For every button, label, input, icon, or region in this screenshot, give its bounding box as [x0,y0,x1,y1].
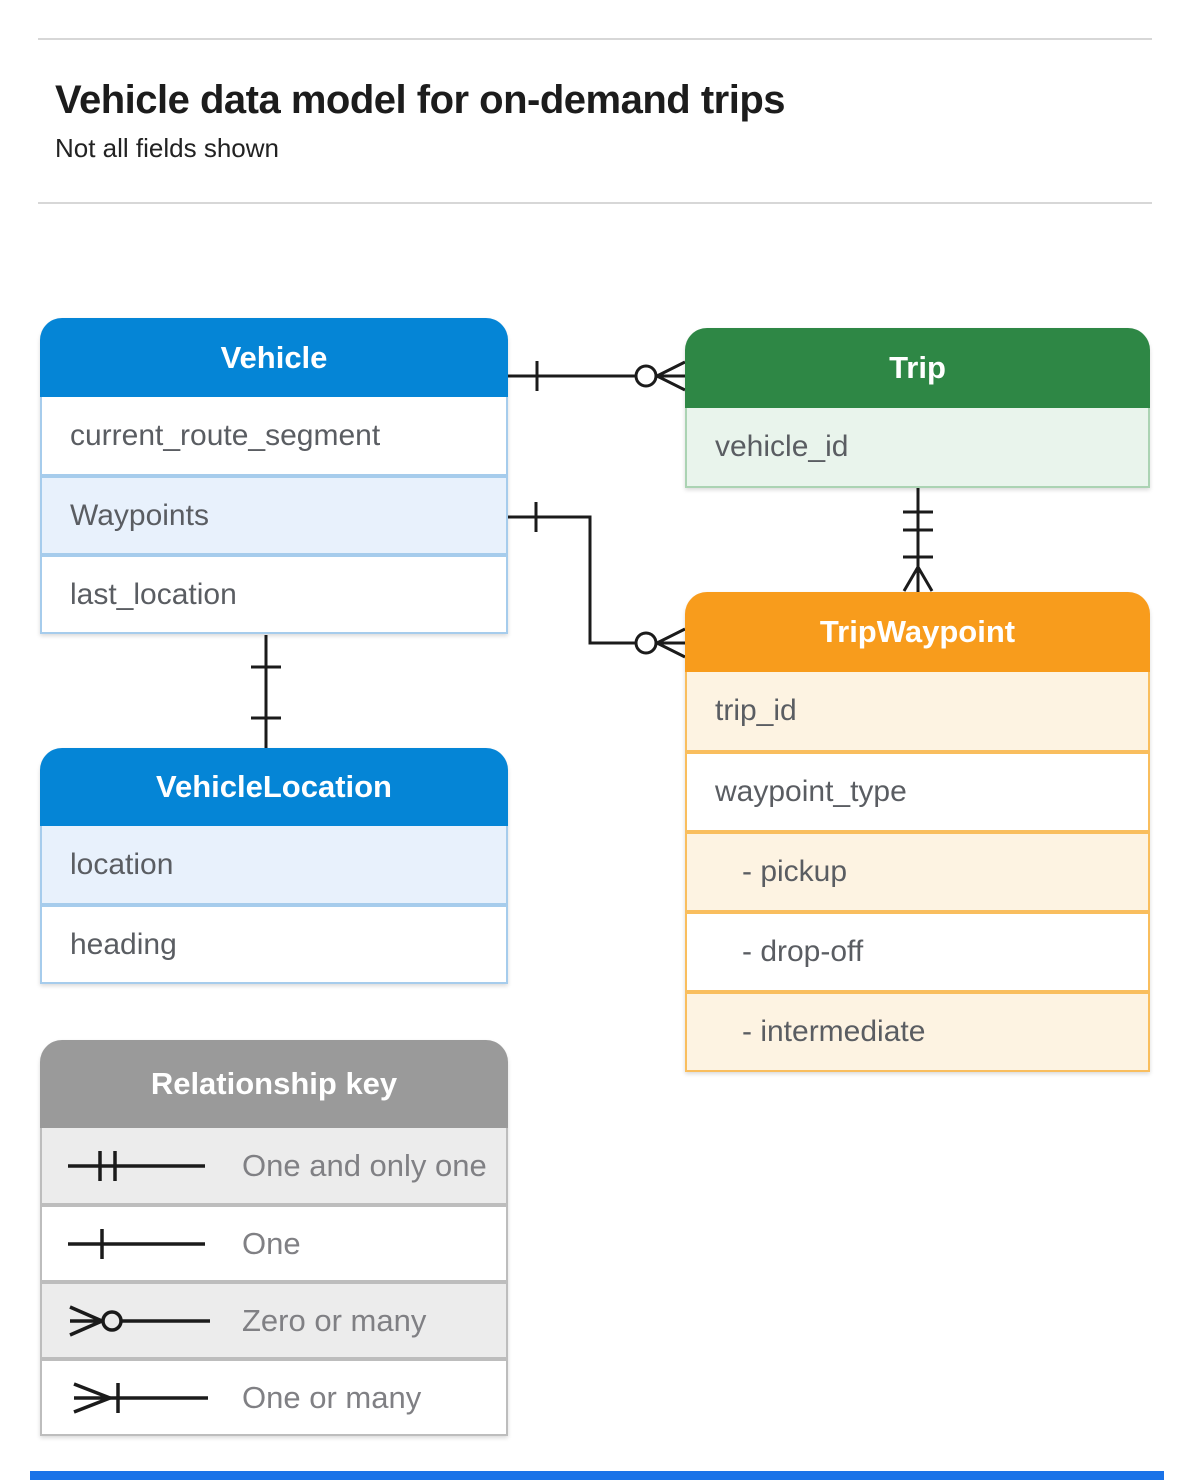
entity-vehicle-title: Vehicle [40,318,508,397]
relationship-key-title: Relationship key [40,1040,508,1128]
key-label: One [242,1225,301,1261]
one-and-only-one-symbol [42,1144,242,1188]
field-waypoint-type-intermediate: - intermediate [685,992,1150,1072]
connector-vehicle-trip [508,360,686,392]
field-heading: heading [40,905,508,984]
key-row-one: One [40,1205,508,1282]
entity-trip-title: Trip [685,328,1150,408]
key-row-one-and-only-one: One and only one [40,1128,508,1205]
one-or-many-symbol [42,1376,242,1420]
relationship-key: Relationship key One and only one One [40,1040,508,1436]
connector-waypoints-tripwaypoint [508,502,686,659]
entity-vehicle: Vehicle current_route_segment Waypoints … [40,318,508,634]
one-symbol [42,1222,242,1266]
entity-vehiclelocation: VehicleLocation location heading [40,748,508,984]
key-label: One or many [242,1379,422,1415]
field-waypoint-type: waypoint_type [685,752,1150,832]
key-label: Zero or many [242,1302,427,1338]
field-waypoint-type-pickup: - pickup [685,832,1150,912]
title-divider [38,202,1152,204]
key-row-zero-or-many: Zero or many [40,1282,508,1359]
field-waypoint-type-dropoff: - drop-off [685,912,1150,992]
page-title: Vehicle data model for on-demand trips [55,78,786,122]
entity-tripwaypoint: TripWaypoint trip_id waypoint_type - pic… [685,592,1150,1072]
field-location: location [40,826,508,905]
field-waypoints: Waypoints [40,476,508,555]
page-subtitle: Not all fields shown [55,133,279,163]
entity-trip: Trip vehicle_id [685,328,1150,488]
key-label: One and only one [242,1147,487,1183]
entity-tripwaypoint-title: TripWaypoint [685,592,1150,672]
connector-trip-tripwaypoint [902,488,934,592]
zero-or-many-symbol [42,1299,242,1343]
field-trip-id: trip_id [685,672,1150,752]
field-vehicle-id: vehicle_id [685,408,1150,488]
entity-vehiclelocation-title: VehicleLocation [40,748,508,826]
top-divider [38,38,1152,40]
connector-vehicle-vehiclelocation [251,635,281,748]
field-last-location: last_location [40,555,508,634]
footer-accent-bar [30,1471,1164,1480]
key-row-one-or-many: One or many [40,1359,508,1436]
field-current-route-segment: current_route_segment [40,397,508,476]
